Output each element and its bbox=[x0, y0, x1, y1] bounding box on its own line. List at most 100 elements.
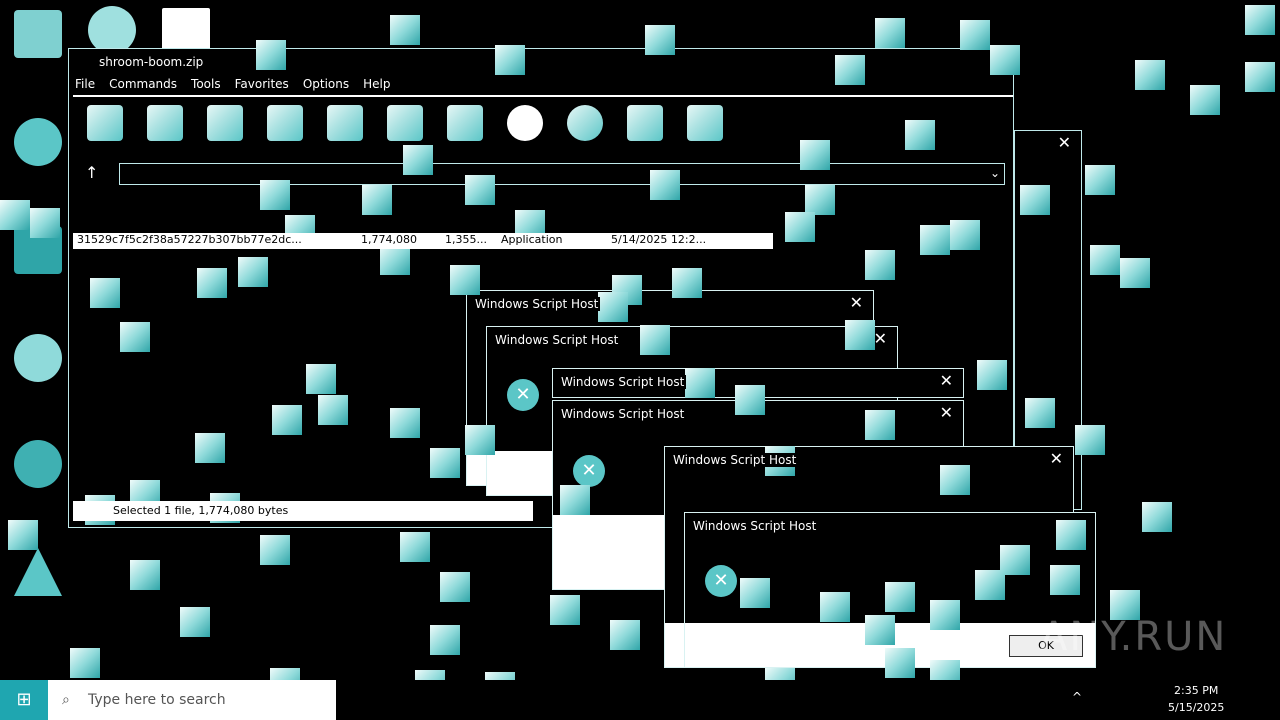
address-bar[interactable]: ⌄ bbox=[119, 163, 1005, 185]
search-input[interactable]: ⌕Type here to search bbox=[48, 680, 336, 720]
glitch-tile bbox=[90, 278, 120, 308]
glitch-tile bbox=[735, 385, 765, 415]
desktop-icon-recycle-bin[interactable] bbox=[14, 10, 62, 58]
close-icon[interactable]: ✕ bbox=[939, 403, 953, 422]
glitch-tile bbox=[260, 535, 290, 565]
glitch-tile bbox=[1135, 60, 1165, 90]
glitch-tile bbox=[1190, 85, 1220, 115]
glitch-tile bbox=[0, 200, 30, 230]
dialog-title: Windows Script Host bbox=[561, 375, 687, 389]
glitch-tile bbox=[260, 180, 290, 210]
glitch-tile bbox=[400, 532, 430, 562]
glitch-tile bbox=[465, 175, 495, 205]
menu-options[interactable]: Options bbox=[302, 77, 350, 91]
sfx-icon[interactable] bbox=[687, 105, 723, 141]
glitch-tile bbox=[645, 25, 675, 55]
glitch-tile bbox=[598, 292, 628, 322]
test-icon[interactable] bbox=[207, 105, 243, 141]
error-icon: ✕ bbox=[573, 455, 605, 487]
menu-bar: File Commands Tools Favorites Options He… bbox=[75, 77, 390, 91]
glitch-tile bbox=[865, 250, 895, 280]
desktop-icon-edge-2[interactable] bbox=[14, 334, 62, 382]
glitch-tile bbox=[885, 648, 915, 678]
close-icon[interactable]: ✕ bbox=[939, 371, 953, 390]
glitch-tile bbox=[1050, 565, 1080, 595]
close-icon[interactable]: ✕ bbox=[849, 293, 863, 312]
menu-favorites[interactable]: Favorites bbox=[234, 77, 289, 91]
info-icon[interactable] bbox=[507, 105, 543, 141]
glitch-tile bbox=[1000, 545, 1030, 575]
clock-date: 5/15/2025 bbox=[1168, 701, 1225, 714]
glitch-tile bbox=[640, 325, 670, 355]
find-icon[interactable] bbox=[387, 105, 423, 141]
glitch-tile bbox=[672, 268, 702, 298]
close-icon[interactable]: ✕ bbox=[1049, 449, 1063, 468]
file-type: Application bbox=[501, 233, 563, 246]
glitch-tile bbox=[465, 425, 495, 455]
glitch-tile bbox=[195, 433, 225, 463]
ok-button[interactable]: OK bbox=[1009, 635, 1083, 657]
table-row[interactable]: 31529c7f5c2f38a57227b307bb77e2dc... 1,77… bbox=[73, 233, 773, 249]
comment-icon[interactable] bbox=[627, 105, 663, 141]
glitch-tile bbox=[920, 225, 950, 255]
dialog-title: Windows Script Host bbox=[673, 453, 799, 467]
glitch-tile bbox=[430, 448, 460, 478]
desktop-icon-edge[interactable] bbox=[88, 6, 136, 54]
status-bar: Selected 1 file, 1,774,080 bytes bbox=[73, 501, 533, 521]
close-icon[interactable]: ✕ bbox=[873, 329, 887, 348]
close-icon[interactable]: ✕ bbox=[1057, 133, 1071, 152]
glitch-tile bbox=[450, 265, 480, 295]
dialog-title: Windows Script Host bbox=[561, 407, 687, 421]
glitch-tile bbox=[306, 364, 336, 394]
glitch-tile bbox=[1085, 165, 1115, 195]
chevron-down-icon[interactable]: ⌄ bbox=[989, 166, 1000, 180]
wizard-icon[interactable] bbox=[447, 105, 483, 141]
dialog-title: Windows Script Host bbox=[495, 333, 621, 347]
menu-help[interactable]: Help bbox=[363, 77, 391, 91]
glitch-tile bbox=[197, 268, 227, 298]
glitch-tile bbox=[1075, 425, 1105, 455]
start-button[interactable]: ⊞ bbox=[0, 680, 48, 720]
menu-file[interactable]: File bbox=[75, 77, 96, 91]
glitch-tile bbox=[835, 55, 865, 85]
search-icon: ⌕ bbox=[62, 692, 70, 708]
glitch-tile bbox=[610, 620, 640, 650]
glitch-tile bbox=[1245, 5, 1275, 35]
glitch-tile bbox=[256, 40, 286, 70]
extract-icon[interactable] bbox=[147, 105, 183, 141]
glitch-tile bbox=[1056, 520, 1086, 550]
glitch-tile bbox=[865, 615, 895, 645]
glitch-tile bbox=[403, 145, 433, 175]
glitch-tile bbox=[390, 408, 420, 438]
add-icon[interactable] bbox=[87, 105, 123, 141]
desktop-icon-vlc[interactable] bbox=[14, 548, 62, 596]
desktop-icon-opera[interactable] bbox=[14, 440, 62, 488]
menu-commands[interactable]: Commands bbox=[109, 77, 178, 91]
glitch-tile bbox=[30, 208, 60, 238]
desktop-icon-ccleaner[interactable] bbox=[14, 118, 62, 166]
virusscan-icon[interactable] bbox=[567, 105, 603, 141]
glitch-tile bbox=[1025, 398, 1055, 428]
up-arrow-icon[interactable]: ↑ bbox=[85, 163, 99, 182]
toolbar bbox=[73, 95, 1013, 155]
glitch-tile bbox=[380, 245, 410, 275]
tray-chevron-icon[interactable]: ^ bbox=[1072, 690, 1083, 704]
glitch-tile bbox=[975, 570, 1005, 600]
glitch-tile bbox=[390, 15, 420, 45]
error-icon: ✕ bbox=[507, 379, 539, 411]
glitch-tile bbox=[8, 520, 38, 550]
glitch-tile bbox=[1090, 245, 1120, 275]
glitch-tile bbox=[885, 582, 915, 612]
glitch-tile bbox=[1245, 62, 1275, 92]
glitch-tile bbox=[560, 485, 590, 515]
glitch-tile bbox=[495, 45, 525, 75]
glitch-tile bbox=[130, 560, 160, 590]
glitch-tile bbox=[685, 368, 715, 398]
glitch-tile bbox=[238, 257, 268, 287]
delete-icon[interactable] bbox=[327, 105, 363, 141]
view-icon[interactable] bbox=[267, 105, 303, 141]
menu-tools[interactable]: Tools bbox=[191, 77, 221, 91]
glitch-tile bbox=[990, 45, 1020, 75]
